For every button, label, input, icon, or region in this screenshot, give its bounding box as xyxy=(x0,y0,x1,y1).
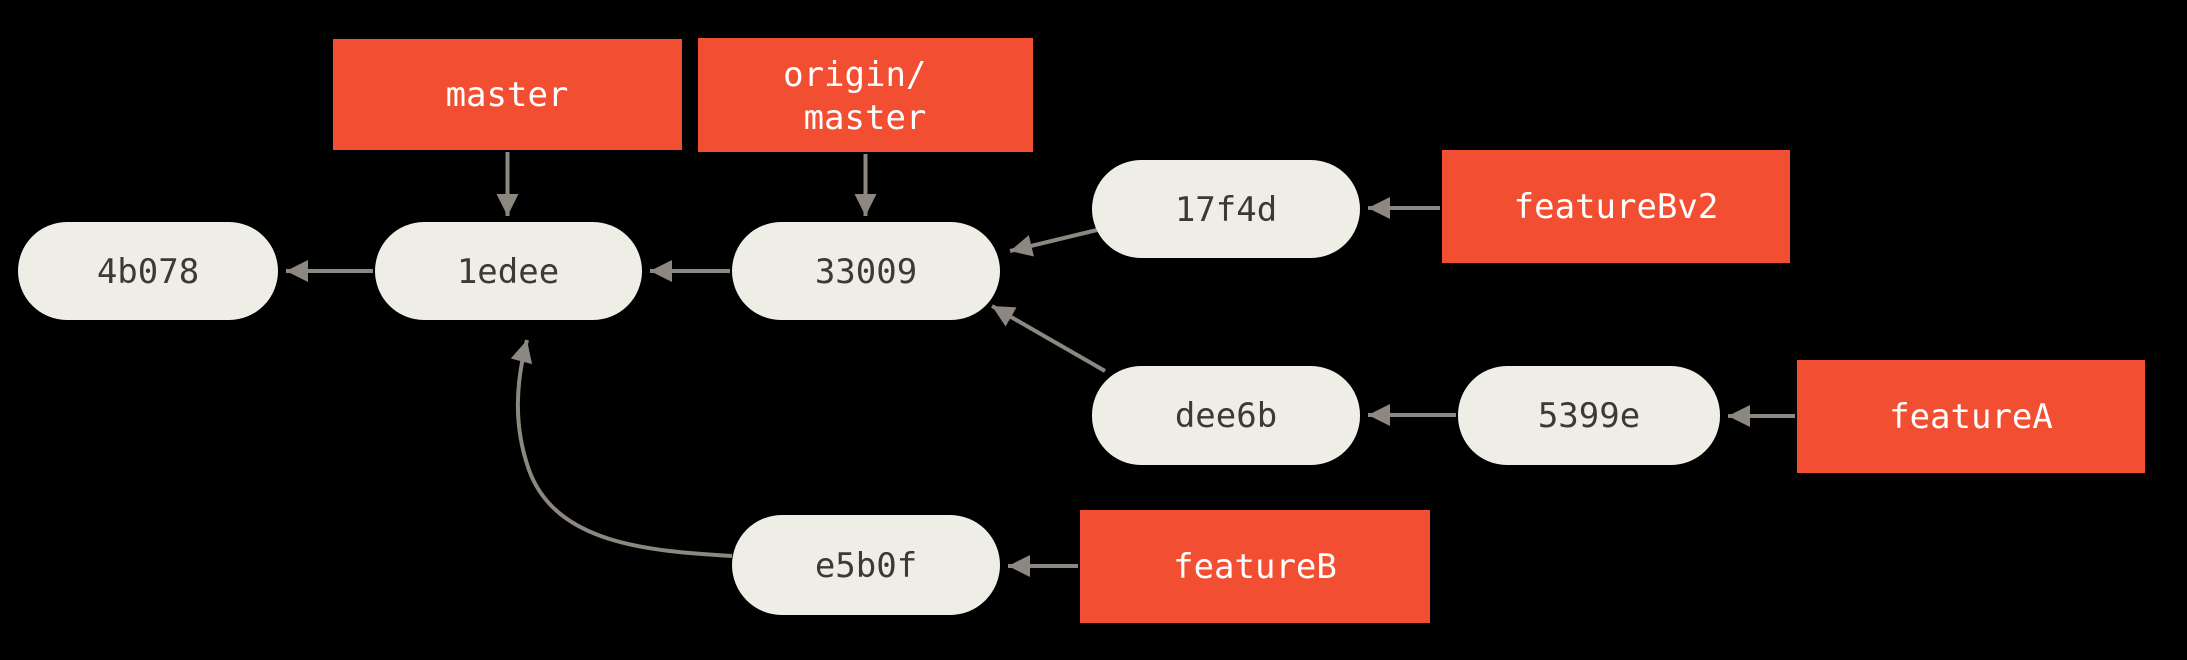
commit-pill-dee6b xyxy=(1092,366,1360,465)
commit-label-5399e: 5399e xyxy=(1538,396,1640,436)
branch-box-featureA xyxy=(1797,360,2145,473)
commit-label-1edee: 1edee xyxy=(457,252,559,292)
branch-label-master: master xyxy=(333,39,682,150)
branch-labels-group: master origin/ master featureBv2 feature… xyxy=(333,38,2145,623)
branch-box-origin-master xyxy=(698,38,1033,152)
branch-box-master xyxy=(333,39,682,150)
edge-17f4d-to-33009 xyxy=(1009,228,1098,257)
branch-label-featureB: featureB xyxy=(1080,510,1430,623)
branch-text-featureB: featureB xyxy=(1173,547,1337,587)
commit-pill-17f4d xyxy=(1092,160,1360,258)
commit-label-e5b0f: e5b0f xyxy=(815,546,917,586)
branch-box-featureB xyxy=(1080,510,1430,623)
branch-text-origin-master-line2: master xyxy=(804,98,927,138)
edges-group xyxy=(286,228,1456,558)
edge-e5b0f-to-1edee xyxy=(510,339,733,558)
branch-text-featureA: featureA xyxy=(1889,397,2053,437)
branch-text-featureBv2: featureBv2 xyxy=(1514,187,1719,227)
commit-node-e5b0f: e5b0f xyxy=(732,515,1000,615)
commit-node-17f4d: 17f4d xyxy=(1092,160,1360,258)
commit-node-4b078: 4b078 xyxy=(18,222,278,320)
commit-node-dee6b: dee6b xyxy=(1092,366,1360,465)
commit-label-17f4d: 17f4d xyxy=(1175,190,1277,230)
commit-pill-e5b0f xyxy=(732,515,1000,615)
commit-pill-4b078 xyxy=(18,222,278,320)
branch-label-featureBv2: featureBv2 xyxy=(1442,150,1790,263)
commit-node-5399e: 5399e xyxy=(1458,366,1720,465)
branch-box-featureBv2 xyxy=(1442,150,1790,263)
commit-pill-1edee xyxy=(375,222,642,320)
branch-text-master: master xyxy=(446,75,569,115)
edge-dee6b-to-33009 xyxy=(991,304,1106,373)
commit-node-1edee: 1edee xyxy=(375,222,642,320)
commit-label-33009: 33009 xyxy=(815,252,917,292)
commit-label-dee6b: dee6b xyxy=(1175,396,1277,436)
commit-node-33009: 33009 xyxy=(732,222,1000,320)
commit-label-4b078: 4b078 xyxy=(97,252,199,292)
ref-pointer-group xyxy=(496,152,1795,577)
branch-text-origin-master: origin/ master xyxy=(783,55,947,138)
commit-pill-33009 xyxy=(732,222,1000,320)
commit-nodes-group: 4b078 1edee 33009 17f4d dee6b 5399e xyxy=(18,160,1720,615)
branch-label-origin-master: origin/ master xyxy=(698,38,1033,152)
branch-text-origin-master-line1: origin/ xyxy=(783,55,926,95)
commit-pill-5399e xyxy=(1458,366,1720,465)
branch-label-featureA: featureA xyxy=(1797,360,2145,473)
